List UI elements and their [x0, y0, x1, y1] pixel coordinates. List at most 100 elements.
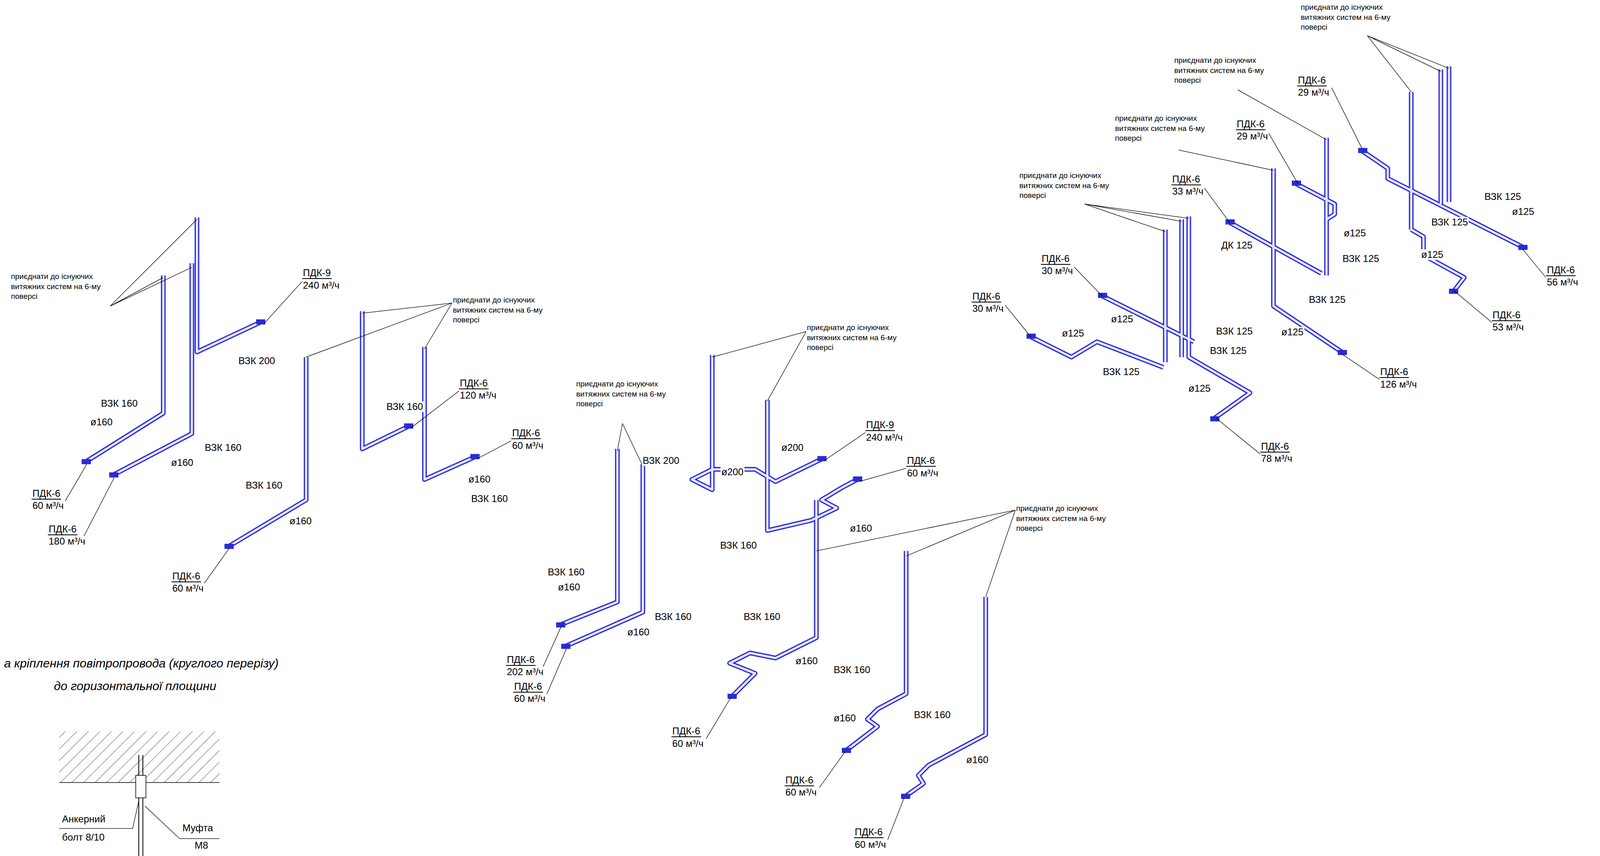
duct-label: 60 м³/ч	[906, 467, 940, 479]
duct-label: ø125	[1280, 326, 1305, 338]
duct-label: 30 м³/ч	[971, 303, 1005, 314]
duct-label: 240 м³/ч	[302, 280, 341, 291]
duct-label: ø125	[1342, 227, 1367, 239]
duct-label: ø200	[720, 466, 745, 478]
duct-label: ø160	[557, 581, 582, 593]
duct-label: ø160	[794, 655, 819, 667]
duct-label: ø200	[780, 442, 805, 453]
diffuser-label: ПДК-6	[47, 523, 78, 536]
duct-label: ВЗК 160	[913, 709, 952, 721]
duct-label: ø125	[1511, 206, 1536, 217]
duct-label: ø160	[89, 416, 114, 428]
duct-label: 60 м³/ч	[784, 787, 818, 798]
connection-note: приєднати до існуючих витяжних систем на…	[1299, 2, 1396, 33]
diffuser-label: ПДК-6	[31, 488, 62, 500]
duct-label: ВЗК 125	[1102, 366, 1141, 378]
duct-inner	[86, 66, 1523, 796]
duct-label: 30 м³/ч	[1040, 265, 1074, 277]
diffuser-label: ПДК-6	[513, 681, 543, 693]
diffuser-label: ПДК-6	[171, 570, 202, 583]
diffuser-label: ПДК-6	[1260, 441, 1290, 453]
duct-label: ø125	[1420, 249, 1445, 260]
duct-label: 53 м³/ч	[1491, 321, 1525, 333]
diffuser-label: ПДК-6	[853, 826, 884, 839]
duct-label: 60 м³/ч	[31, 500, 65, 511]
diffuser-label: ПДК-6	[1379, 366, 1410, 378]
duct-label: 33 м³/ч	[1171, 186, 1205, 197]
connection-note: приєднати до існуючих витяжних систем на…	[10, 271, 106, 302]
duct-label: ВЗК 125	[1430, 216, 1469, 228]
duct-label: ВЗК 160	[546, 566, 586, 578]
duct-label: ВЗК 160	[203, 442, 243, 453]
duct-label: ø160	[288, 515, 313, 527]
detail-heading: до горизонтальної площини	[53, 679, 217, 693]
duct-label: 202 м³/ч	[506, 666, 545, 678]
diffuser-label: ПДК-6	[506, 654, 536, 666]
duct-label: 60 м³/ч	[671, 738, 705, 749]
duct-label: М8	[193, 840, 209, 851]
duct-label: 120 м³/ч	[458, 390, 498, 401]
detail-heading: а кріплення повітропровода (круглого пер…	[3, 656, 280, 670]
duct-label: ø160	[832, 712, 857, 724]
duct-label: ВЗК 125	[1341, 253, 1380, 264]
diffuser-label: ПДК-6	[1491, 309, 1522, 322]
connection-note: приєднати до існуючих витяжних систем на…	[1173, 55, 1270, 86]
diffuser-label: ПДК-6	[1171, 173, 1202, 186]
duct-label: ø125	[1061, 328, 1086, 339]
duct-label: 78 м³/ч	[1260, 453, 1294, 464]
diffuser-label: ПДК-6	[784, 774, 815, 787]
connection-note: приєднати до існуючих витяжних систем на…	[575, 379, 672, 410]
connection-note: приєднати до існуючих витяжних систем на…	[452, 295, 548, 326]
diffuser-label: ПДК-6	[1297, 75, 1327, 87]
duct-label: 56 м³/ч	[1546, 276, 1579, 288]
duct-label: ВЗК 160	[100, 398, 139, 409]
diffuser-label: ПДК-6	[971, 291, 1002, 303]
duct-label: ø160	[965, 754, 990, 766]
duct-label: 180 м³/ч	[47, 536, 86, 547]
duct-label: ВЗК 125	[1209, 345, 1248, 357]
duct-label: ДК 125	[1220, 240, 1254, 251]
duct-label: ВЗК 160	[470, 493, 509, 505]
diffuser-label: ПДК-6	[906, 455, 936, 467]
duct-label: ø125	[1110, 313, 1135, 325]
duct-label: ВЗК 125	[1215, 326, 1254, 337]
diffuser-label: ПДК-6	[511, 427, 541, 440]
connection-note: приєднати до існуючих витяжних систем на…	[1018, 170, 1115, 201]
duct-label: ø125	[1187, 383, 1212, 394]
diffuser-label: ПДК-6	[458, 377, 489, 390]
duct-label: ø160	[170, 457, 195, 468]
duct-label: ВЗК 200	[237, 355, 276, 367]
duct-label: ВЗК 125	[1483, 191, 1522, 202]
connection-note: приєднати до існуючих витяжних систем на…	[806, 322, 902, 353]
duct-label: ВЗК 125	[1308, 294, 1347, 305]
duct-label: ВЗК 160	[654, 611, 693, 622]
duct-label: 29 м³/ч	[1235, 130, 1269, 142]
connection-note: приєднати до існуючих витяжних систем на…	[1015, 503, 1111, 534]
diffuser-label: ПДК-6	[1040, 253, 1071, 265]
duct-label: 60 м³/ч	[853, 839, 887, 850]
duct-label: ø160	[626, 626, 651, 638]
duct-label: ВЗК 200	[641, 455, 680, 466]
diffuser-label: ПДК-6	[1546, 264, 1576, 277]
duct-label: 126 м³/ч	[1379, 379, 1418, 390]
diffusers	[81, 147, 1528, 799]
diffuser-label: ПДК-9	[865, 419, 895, 432]
duct-label: ВЗК 160	[742, 611, 781, 622]
leader-lines	[65, 35, 1547, 840]
diffuser-label: ПДК-6	[1235, 118, 1266, 131]
duct-label: Анкерний	[61, 813, 107, 825]
diffuser-label: ПДК-6	[671, 725, 702, 738]
connection-note: приєднати до існуючих витяжних систем на…	[1114, 113, 1210, 144]
fixing-detail	[59, 731, 220, 856]
duct-label: ВЗК 160	[244, 480, 284, 491]
duct-label: 60 м³/ч	[511, 440, 545, 451]
diffuser-label: ПДК-9	[302, 267, 332, 279]
duct-label: болт 8/10	[61, 832, 106, 843]
duct-label: ВЗК 160	[832, 664, 871, 676]
duct-outline	[86, 66, 1523, 796]
duct-label: 60 м³/ч	[513, 693, 547, 704]
duct-label: ø160	[849, 523, 873, 534]
duct-label: ВЗК 160	[719, 540, 758, 551]
duct-label: 60 м³/ч	[171, 583, 205, 594]
